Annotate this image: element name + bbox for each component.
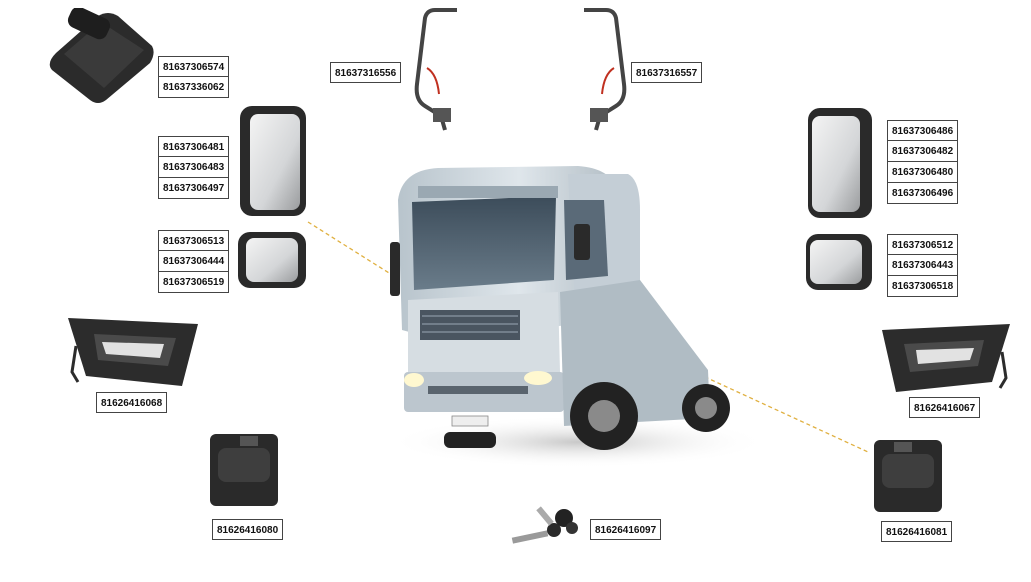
outer-handle-right-part-numbers: 81626416081 bbox=[881, 521, 953, 542]
part-number-label: 81637316557 bbox=[631, 62, 703, 83]
main-mirror-left-image bbox=[240, 106, 306, 216]
leader-line-mirror bbox=[307, 221, 398, 279]
outer-handle-left-part-numbers: 81626416080 bbox=[212, 519, 284, 540]
wide-mirror-left-part-numbers: 81637306513 81637306444 81637306519 bbox=[158, 230, 230, 293]
part-number-label: 81637306444 bbox=[158, 251, 230, 272]
part-number-label: 81626416080 bbox=[212, 519, 284, 540]
part-number-label: 81637316556 bbox=[330, 62, 402, 83]
part-number-label: 81637306574 bbox=[158, 56, 230, 77]
inner-handle-right-part-numbers: 81626416067 bbox=[909, 397, 981, 418]
mirror-arm-left-part-numbers: 81637316556 bbox=[330, 62, 402, 83]
part-number-label: 81637306480 bbox=[887, 162, 959, 183]
part-number-label: 81626416067 bbox=[909, 397, 981, 418]
outer-handle-left-image bbox=[210, 434, 278, 506]
wide-mirror-right-image bbox=[806, 234, 872, 290]
part-number-label: 81637306486 bbox=[887, 120, 959, 141]
main-mirror-right-image bbox=[808, 108, 872, 218]
outer-handle-right-image bbox=[874, 440, 942, 512]
part-number-label: 81626416081 bbox=[881, 521, 953, 542]
part-number-label: 81637306443 bbox=[887, 255, 959, 276]
part-number-label: 81637306481 bbox=[158, 136, 230, 157]
mirror-arm-right-part-numbers: 81637316557 bbox=[631, 62, 703, 83]
part-number-label: 81626416097 bbox=[590, 519, 662, 540]
mirror-arm-left-image bbox=[414, 8, 457, 131]
inner-handle-left-part-numbers: 81626416068 bbox=[96, 392, 168, 413]
key-lock-part-numbers: 81626416097 bbox=[590, 519, 662, 540]
part-number-label: 81637306519 bbox=[158, 272, 230, 293]
key-set-image bbox=[511, 506, 578, 544]
truck-image bbox=[388, 166, 758, 468]
mirror-arm-right-image bbox=[584, 8, 627, 131]
part-number-label: 81637306518 bbox=[887, 276, 959, 297]
part-number-label: 81637306482 bbox=[887, 141, 959, 162]
part-number-label: 81637336062 bbox=[158, 77, 230, 98]
main-mirror-right-part-numbers: 81637306486 81637306482 81637306480 8163… bbox=[887, 120, 959, 204]
part-number-label: 81637306496 bbox=[887, 183, 959, 204]
wide-mirror-right-part-numbers: 81637306512 81637306443 81637306518 bbox=[887, 234, 959, 297]
part-number-label: 81626416068 bbox=[96, 392, 168, 413]
wide-mirror-left-image bbox=[238, 232, 306, 288]
part-number-label: 81637306497 bbox=[158, 178, 230, 199]
mirror-cover-left-part-numbers: 81637306574 81637336062 bbox=[158, 56, 230, 98]
part-number-label: 81637306513 bbox=[158, 230, 230, 251]
part-number-label: 81637306483 bbox=[158, 157, 230, 178]
mirror-cover-image bbox=[49, 8, 154, 103]
inner-handle-right-image bbox=[882, 324, 1010, 392]
inner-handle-left-image bbox=[68, 318, 198, 386]
main-mirror-left-part-numbers: 81637306481 81637306483 81637306497 bbox=[158, 136, 230, 199]
part-number-label: 81637306512 bbox=[887, 234, 959, 255]
